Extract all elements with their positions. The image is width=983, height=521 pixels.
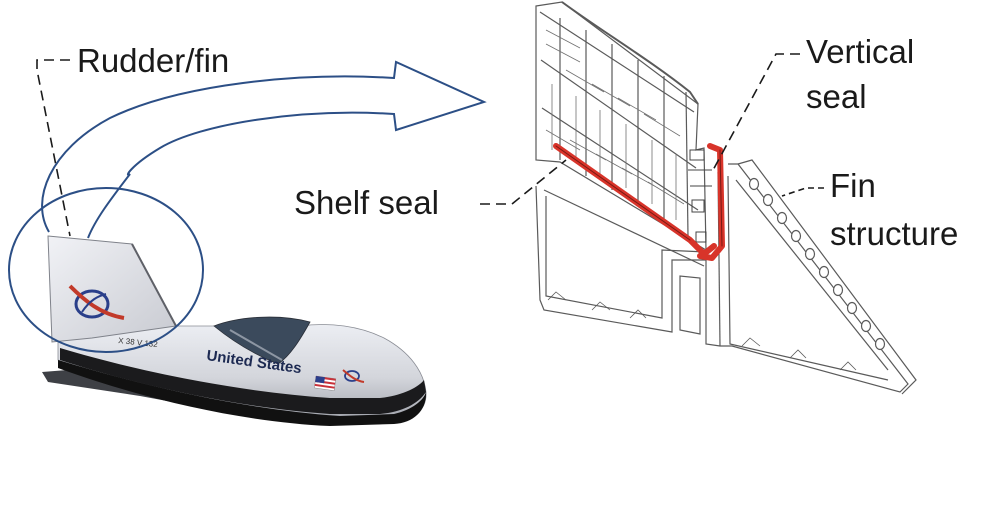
vehicle-belly-band bbox=[60, 348, 426, 414]
canopy-frame bbox=[229, 329, 283, 361]
leader-lines bbox=[36, 53, 824, 237]
labels: Rudder/fin Vertical seal Shelf seal Fin … bbox=[77, 33, 958, 252]
rudder-fin-label: Rudder/fin bbox=[77, 42, 229, 79]
vehicle-belly bbox=[58, 360, 427, 426]
shelf-seal-label: Shelf seal bbox=[294, 184, 439, 221]
fin-lower-frame bbox=[535, 163, 909, 393]
callout-arrow bbox=[8, 60, 487, 353]
fin-structure-label-line2: structure bbox=[830, 215, 958, 252]
canopy bbox=[213, 316, 311, 365]
curved-arrow-outline bbox=[41, 60, 487, 239]
fin-highlight-ellipse bbox=[8, 187, 204, 353]
rudder-panel bbox=[535, 1, 707, 252]
vertical-seal-label-line2: seal bbox=[806, 78, 867, 115]
fin-line-drawing bbox=[535, 1, 917, 395]
fin-structure-leader bbox=[781, 187, 824, 197]
rudder-fin-shape bbox=[47, 235, 177, 343]
rudder-cells bbox=[545, 29, 685, 220]
nasa-logo-icon bbox=[68, 284, 125, 320]
fin-structure-label-line1: Fin bbox=[830, 167, 876, 204]
nose-logo-icon bbox=[342, 369, 365, 383]
seal-highlights bbox=[553, 143, 725, 261]
fin-edge bbox=[131, 243, 177, 327]
fin-lightening-holes bbox=[748, 177, 886, 351]
vertical-seal-label-line1: Vertical bbox=[806, 33, 914, 70]
vehicle-illustration: United States X 38 V 132 bbox=[42, 235, 427, 426]
shelf-seal-leader bbox=[480, 159, 567, 205]
rudder-fin-leader bbox=[36, 59, 71, 237]
vertical-seal-leader bbox=[711, 53, 800, 173]
us-flag-icon bbox=[314, 375, 337, 391]
tail-number: X 38 V 132 bbox=[118, 336, 159, 349]
hinge-hardware bbox=[688, 149, 712, 243]
